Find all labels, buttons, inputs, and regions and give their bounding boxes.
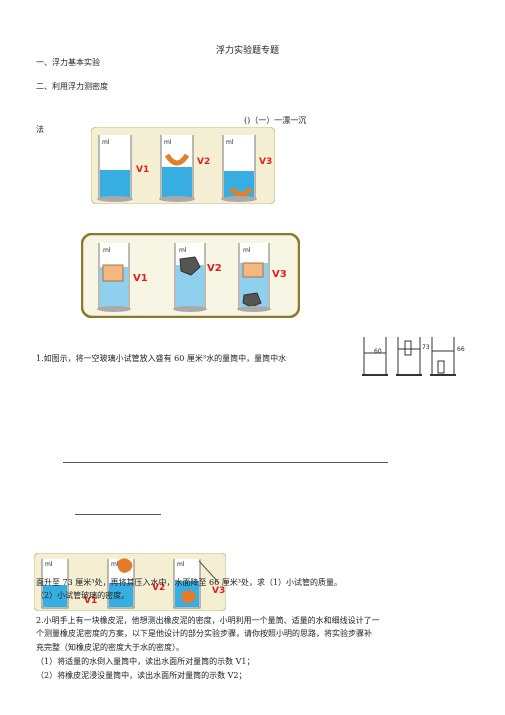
question-1-line-3: （2）小试管玻璃的密度。 xyxy=(36,591,130,600)
fig1-ml-2: ml xyxy=(164,139,172,146)
page-title: 浮力实验题专题 xyxy=(216,46,280,56)
question-2-line-2: 个测量橡皮泥密度的方案，以下是他设计的部分实验步骤，请你按照小明的思路，将实验步… xyxy=(36,629,372,638)
answer-line-long xyxy=(63,462,388,463)
small-cylinder-3 xyxy=(430,337,456,376)
fig3-v3: V3 xyxy=(212,586,226,596)
small-cylinder-2 xyxy=(396,337,422,376)
section-heading-2: 二、利用浮力测密度 xyxy=(36,82,108,91)
cylinder-1 xyxy=(97,135,133,202)
question-2-step-2: （2）将橡皮泥浸没量筒中，读出水面所对量筒的示数 V2； xyxy=(36,671,247,680)
block-cylinder-3 xyxy=(237,243,271,312)
question-2-step-1: （1）将适量的水倒入量筒中，读出水面所对量筒的示数 V1； xyxy=(36,657,255,666)
small-fig-value-73: 73 xyxy=(422,344,430,351)
clay-cylinder-3 xyxy=(173,559,220,609)
clay-cylinder-1 xyxy=(41,559,69,609)
question-1-line-2: 面升至 73 厘米³处，再将其压入水中，水面降至 66 厘米³处，求（1）小试管… xyxy=(36,578,343,587)
fig3-ml-3: ml xyxy=(177,561,185,568)
fig2-ml-3: ml xyxy=(243,247,251,254)
small-cylinder-1 xyxy=(362,337,388,376)
fig2-v1: V1 xyxy=(133,273,148,284)
figure-cylinders-blocks: ml ml ml V1 V2 V3 xyxy=(80,232,301,319)
fig2-v3: V3 xyxy=(272,269,287,280)
clay-cylinder-2 xyxy=(107,558,135,609)
figure-cylinders-floating-sinking: ml ml ml V1 V2 V3 xyxy=(90,126,276,205)
fig1-v1: V1 xyxy=(136,165,150,175)
cylinder-2 xyxy=(159,135,195,202)
fig3-ml-1: ml xyxy=(45,561,53,568)
fig1-v2: V2 xyxy=(197,157,211,167)
fig2-ml-1: ml xyxy=(103,247,111,254)
fig2-ml-2: ml xyxy=(179,247,187,254)
question-2-line-3: 充完整（知橡皮泥的密度大于水的密度）。 xyxy=(36,643,184,652)
fig3-ml-2: ml xyxy=(111,561,119,568)
answer-line-short xyxy=(75,514,161,515)
cylinder-3 xyxy=(221,135,257,202)
fig3-v1: V1 xyxy=(84,596,98,606)
fig1-ml-3: ml xyxy=(226,139,234,146)
fig1-ml-1: ml xyxy=(102,139,110,146)
fig2-v2: V2 xyxy=(207,263,222,274)
fig3-v2: V2 xyxy=(152,583,166,593)
question-1-stem: 1.如图示，将一空玻璃小试管放入盛有 60 厘米³水的量筒中，量筒中水 xyxy=(36,354,287,363)
method-suffix: 法 xyxy=(36,125,44,134)
fig1-v3: V3 xyxy=(259,157,273,167)
block-cylinder-2 xyxy=(173,243,207,312)
question-2-line-1: 2.小明手上有一块橡皮泥，他想测出橡皮泥的密度，小明利用一个量筒、适量的水和细线… xyxy=(36,616,380,625)
section-heading-1: 一、浮力基本实验 xyxy=(36,58,100,67)
block-cylinder-1 xyxy=(97,243,131,312)
figure-test-tube-cylinders: 60 73 66 xyxy=(360,333,470,378)
small-fig-value-66: 66 xyxy=(457,346,465,353)
small-fig-value-60: 60 xyxy=(374,348,382,355)
method-heading: ()（一）一漂一沉 xyxy=(244,116,307,125)
